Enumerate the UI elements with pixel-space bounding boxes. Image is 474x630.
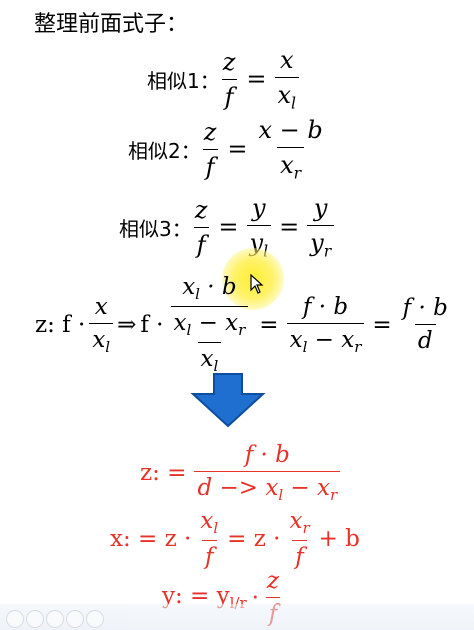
fraction-fb-over-d-xl-xr: f · b d −> xl − xr [194,442,341,504]
similar-label-1: 相似1： [147,68,220,93]
bottom-toolbar [0,604,474,630]
fraction-xl-over-f: xl f [200,508,219,571]
result-z-eq: z: = f · b d −> xl − xr [140,442,341,504]
similar-label-3: 相似3： [119,216,192,241]
toolbar-button[interactable] [26,610,44,628]
derivation-eq: z: f · x xl ⇒ f · xl · b xl − xr xl = f … [35,274,451,376]
toolbar-button[interactable] [46,610,64,628]
similar-label-2: 相似2： [128,138,201,163]
fraction-x-over-xl: x xl [89,294,114,356]
similar-eq-3: 相似3： z f = y yl = y yr [119,194,335,260]
compound-fraction: xl · b xl − xr xl [168,274,252,376]
implies-arrow: ⇒ [117,311,137,338]
fraction-z-over-f: z f [193,195,209,259]
result-x-eq: x: = z · xl f = z · xr f + b [110,508,360,571]
fraction-fb-over-d: f · b d [402,295,448,355]
section-heading: 整理前面式子： [34,12,189,37]
mouse-pointer-icon [250,274,264,294]
fraction-xr-over-f: xr f [289,508,310,571]
fraction-z-over-f: z f [221,47,237,111]
derivation-lead: z: f · [35,311,86,338]
similar-eq-1: 相似1： z f = x xl [147,46,300,112]
fraction-x-minus-b-over-xr: x − b xr [258,116,323,183]
similar-eq-2: 相似2： z f = x − b xr [128,116,326,182]
inner-fraction: xl · b xl − xr [170,274,249,339]
fraction-x-over-xl: x xl [274,46,300,112]
down-arrow-icon [190,373,266,428]
toolbar-button[interactable] [6,610,24,628]
toolbar-button[interactable] [66,610,84,628]
fraction-y-over-yr: y yr [307,194,335,260]
fraction-fb-over-xl-minus-xr: f · b xl − xr [286,294,365,356]
toolbar-button[interactable] [86,610,104,628]
fraction-z-over-f: z f [202,117,218,181]
